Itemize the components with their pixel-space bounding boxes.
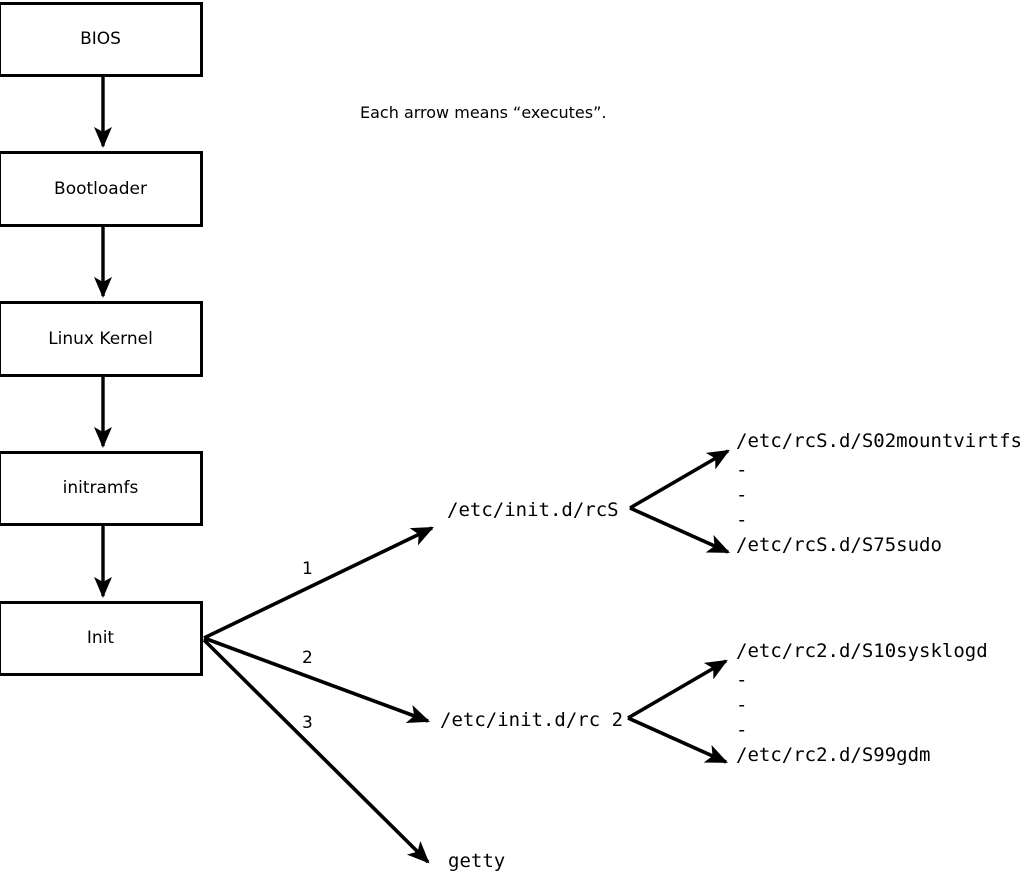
label-getty: getty <box>448 850 506 872</box>
edge-rcs-to-last-script <box>629 506 730 554</box>
node-bootloader-label: Bootloader <box>54 178 147 199</box>
label-rcs-last-script: /etc/rcS.d/S75sudo <box>736 534 942 556</box>
label-rcs-first-script: /etc/rcS.d/S02mountvirtfs <box>736 430 1022 452</box>
node-bootloader[interactable]: Bootloader <box>0 151 203 227</box>
caption-each-arrow-means: Each arrow means “executes”. <box>360 103 607 122</box>
edge-number-3: 3 <box>302 713 313 733</box>
label-etc-init-d-rcs: /etc/init.d/rcS <box>447 499 619 521</box>
rcs-ellipsis-dash-2: - <box>736 484 748 506</box>
edge-rc2-to-first-script <box>627 659 728 720</box>
node-init-label: Init <box>86 628 115 648</box>
node-bios[interactable]: BIOS <box>0 2 203 77</box>
node-initramfs[interactable]: initramfs <box>0 451 203 526</box>
node-linux-kernel-label: Linux Kernel <box>48 328 153 349</box>
node-linux-kernel[interactable]: Linux Kernel <box>0 301 203 377</box>
rc2-ellipsis-dash-3: - <box>736 719 748 741</box>
node-bios-label: BIOS <box>80 29 121 49</box>
edge-number-1: 1 <box>302 559 313 579</box>
rc2-ellipsis-dash-1: - <box>736 669 748 691</box>
node-initramfs-label: initramfs <box>62 478 139 498</box>
label-rc2-last-script: /etc/rc2.d/S99gdm <box>736 744 931 766</box>
label-etc-init-d-rc-2: /etc/init.d/rc 2 <box>440 709 624 731</box>
edge-init-to-rc2 <box>203 636 431 723</box>
edge-init-to-getty <box>202 638 430 864</box>
edge-rcs-to-first-script <box>629 449 730 510</box>
edge-init-to-rcs <box>203 526 434 640</box>
rcs-ellipsis-dash-3: - <box>736 509 748 531</box>
rc2-ellipsis-dash-2: - <box>736 694 748 716</box>
label-rc2-first-script: /etc/rc2.d/S10sysklogd <box>736 640 988 662</box>
edge-rc2-to-last-script <box>627 716 728 764</box>
rcs-ellipsis-dash-1: - <box>736 459 748 481</box>
node-init[interactable]: Init <box>0 601 203 676</box>
edge-number-2: 2 <box>302 648 313 668</box>
